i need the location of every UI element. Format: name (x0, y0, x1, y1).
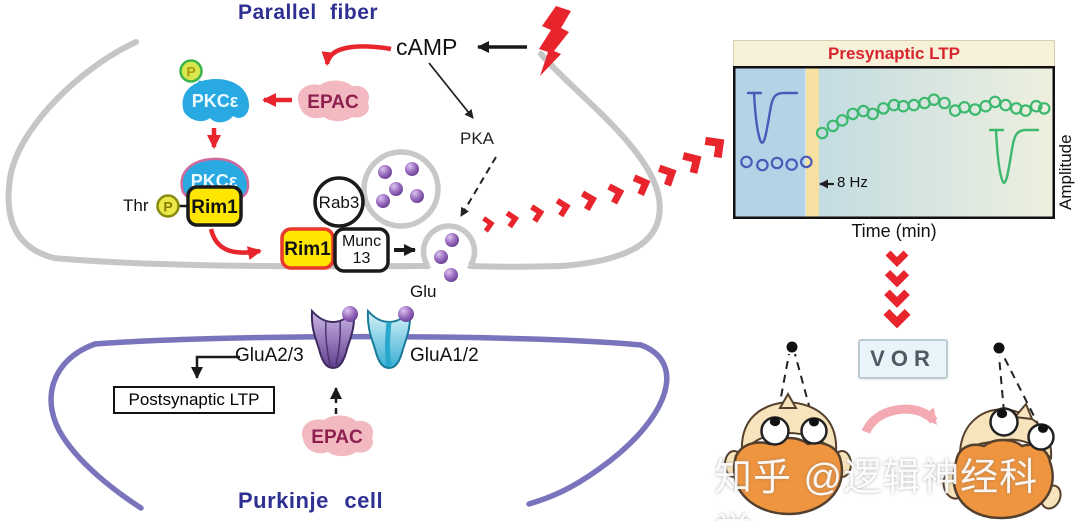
gaze-target-dot (786, 341, 798, 353)
fusing-vesicle (420, 223, 478, 282)
data-point (785, 158, 798, 171)
data-point (938, 96, 951, 110)
amplitude-vs-time-plot (733, 66, 1055, 219)
data-point (1029, 99, 1043, 113)
rab3-circle: Rab3 (313, 176, 365, 228)
rim1-box: Rim1 (186, 185, 243, 227)
epac-top-label: EPAC (307, 92, 359, 113)
camp-label: cAMP (396, 34, 458, 60)
vor-label-box: VOR (858, 339, 948, 379)
rab3-label: Rab3 (319, 193, 360, 212)
data-point (927, 93, 941, 106)
arrow-pka-dashed (460, 156, 497, 217)
data-point (826, 119, 840, 133)
arrow-glua23-to-ltp (191, 355, 240, 379)
glu-label: Glu (410, 282, 437, 301)
rim1-label: Rim1 (191, 197, 238, 218)
glua23-label: GluA2/3 (235, 345, 304, 366)
pka-label: PKA (460, 129, 495, 148)
chevron-trail-to-vor (886, 253, 907, 323)
head-rotation-arrow (861, 404, 938, 435)
presynaptic-ltp-panel: Presynaptic LTP 8 Hz (733, 40, 1055, 219)
stim-frequency-label: 8 Hz (837, 174, 868, 191)
munc13-label-line1: Munc (342, 233, 381, 250)
epac-bottom-label: EPAC (311, 427, 363, 448)
phosphate-icon (156, 194, 180, 218)
glua12-label: GluA1/2 (410, 345, 479, 366)
data-point (756, 158, 769, 172)
data-point (877, 102, 890, 115)
amplitude-data-points (740, 93, 1051, 172)
purkinje-cell-title: Purkinje cell (238, 488, 384, 513)
red-signal-arrows (207, 44, 392, 260)
chevron-trail-to-graph (484, 135, 726, 231)
data-point (1019, 104, 1032, 117)
presynaptic-membrane (5, 39, 663, 270)
rim1-active-label: Rim1 (284, 239, 331, 260)
data-point (770, 156, 784, 170)
pkc-top-label: PKCε (192, 91, 239, 111)
postsynaptic-ltp-box: Postsynaptic LTP (113, 386, 275, 414)
data-point (866, 107, 879, 121)
lightning-bolt-icon (539, 6, 571, 76)
glutamate-ball (398, 306, 414, 322)
stimulation-stripe (805, 67, 820, 218)
epac-top-blob: EPAC (297, 80, 370, 122)
glutamate-ball (342, 306, 358, 322)
baseline-trace (746, 91, 799, 144)
munc13-label-line2: 13 (353, 250, 371, 267)
x-axis-label: Time (min) (851, 221, 937, 241)
data-point (740, 155, 753, 169)
rim1-active-box: Rim1 (280, 227, 335, 270)
head-left (724, 341, 852, 516)
arrow-rim1-to-rim1 (208, 228, 262, 260)
phosphate-label: P (186, 64, 195, 80)
data-point (835, 114, 849, 127)
phosphate-label: P (163, 199, 172, 215)
synaptic-vesicle (361, 149, 441, 229)
data-point (800, 155, 813, 169)
parallel-fiber-title: Parallel fiber (238, 1, 379, 24)
arrow-camp-to-epac (321, 44, 392, 66)
epac-bottom-blob: EPAC (301, 415, 374, 457)
pkc-epsilon-top: P PKCε (179, 59, 250, 123)
panel-title: Presynaptic LTP (828, 44, 960, 63)
thr-phospho-site: P (156, 194, 189, 218)
gaze-target-dot (993, 342, 1005, 354)
phosphate-icon (179, 59, 203, 83)
potentiated-trace (988, 128, 1040, 184)
arrow-camp-to-pka (428, 62, 474, 119)
data-point (999, 98, 1012, 112)
y-axis-label: Amplitude (1056, 134, 1075, 210)
munc13-box: Munc 13 (333, 227, 390, 273)
thr-label: Thr (123, 196, 149, 215)
data-point (968, 103, 982, 116)
glua12-receptor (366, 306, 414, 370)
head-right (942, 342, 1062, 520)
data-point (815, 126, 829, 140)
glua23-receptor (310, 306, 358, 370)
watermark: 知乎 @逻辑神经科学 (714, 457, 1039, 521)
panel-title-banner: Presynaptic LTP (733, 40, 1055, 66)
data-point (1037, 102, 1051, 115)
